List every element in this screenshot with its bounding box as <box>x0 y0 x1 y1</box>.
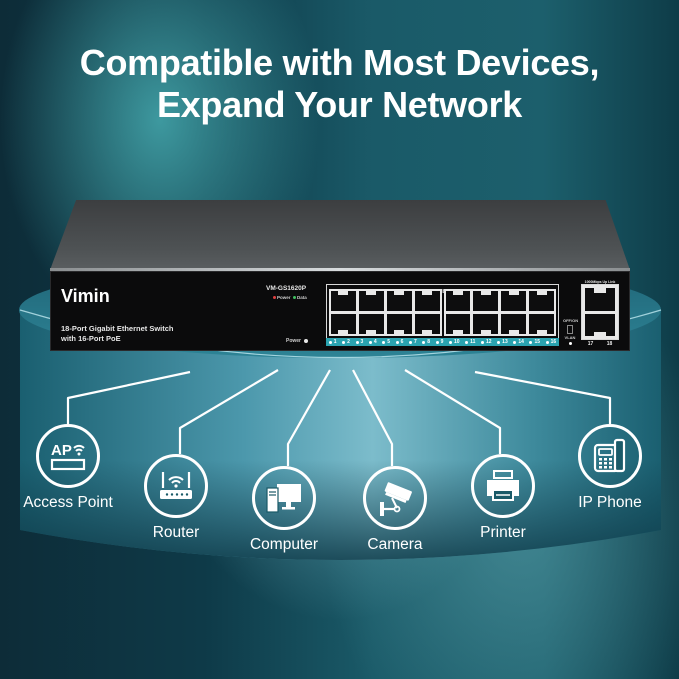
computer-icon <box>266 484 301 513</box>
uplink-port-numbers: 17 18 <box>587 341 613 347</box>
ethernet-port-icon <box>501 314 527 334</box>
ethernet-port-icon <box>585 288 615 311</box>
device-label: Printer <box>480 524 526 541</box>
vlan-led-icon <box>568 342 572 345</box>
vlan-switch: OFF/ON VLAN <box>563 318 578 346</box>
router-icon <box>160 472 192 499</box>
brand-logo: Vimin <box>61 286 110 306</box>
ethernet-port-icon <box>331 314 356 334</box>
svg-text:AP: AP <box>51 442 72 459</box>
headline-line-2: Expand Your Network <box>156 84 523 125</box>
uplink-label: 1000Mbps Up Link <box>584 280 616 284</box>
ethernet-port-icon <box>331 291 356 311</box>
ethernet-port-icon <box>358 314 384 334</box>
uplink-ports <box>581 284 619 340</box>
port-led-bar: 1 2 3 4 5 6 7 8 9 10 11 12 13 14 15 16 <box>326 338 559 346</box>
camera-icon <box>380 482 412 516</box>
switch-edge <box>50 268 630 271</box>
ethernet-port-icon <box>414 314 440 334</box>
device-router: Router <box>116 454 236 542</box>
ethernet-port-icon <box>358 291 384 311</box>
switch-description: 18-Port Gigabit Ethernet Switch with 16-… <box>61 324 174 343</box>
device-label: Router <box>152 524 200 541</box>
headline-line-1: Compatible with Most Devices, <box>79 42 600 83</box>
ethernet-port-icon <box>473 314 499 334</box>
device-printer: Printer <box>443 454 563 542</box>
headline: Compatible with Most Devices, Expand You… <box>0 42 679 126</box>
power-led-icon <box>273 296 276 300</box>
device-computer: Computer <box>224 466 344 554</box>
status-leds: Power Data <box>273 295 307 300</box>
access-point-icon: AP <box>50 442 86 471</box>
device-label: Computer <box>249 536 319 553</box>
device-label: Camera <box>367 536 423 553</box>
ip-phone-icon <box>593 438 626 473</box>
ports-1-8 <box>329 289 442 336</box>
switch-top-panel <box>50 200 630 270</box>
ethernet-port-icon <box>386 314 412 334</box>
device-camera: Camera <box>335 466 455 554</box>
device-label: Access Point <box>23 494 113 511</box>
ethernet-port-icon <box>445 314 471 334</box>
device-ip-phone: IP Phone <box>550 424 670 512</box>
ethernet-port-icon <box>386 291 412 311</box>
ethernet-port-icon <box>414 291 440 311</box>
ethernet-port-icon <box>473 291 499 311</box>
data-led-icon <box>293 296 297 300</box>
poe-port-block: 10/100/1000Mbps PoE Link <box>326 284 559 340</box>
ethernet-port-icon <box>585 313 615 336</box>
power-indicator-icon <box>304 339 308 343</box>
device-access-point: AP Access Point <box>8 424 128 512</box>
port-block-label: 10/100/1000Mbps PoE Link <box>407 289 478 295</box>
ethernet-port-icon <box>529 291 554 311</box>
printer-icon <box>487 470 519 501</box>
switch-front-panel: Vimin 18-Port Gigabit Ethernet Switch wi… <box>50 271 630 351</box>
dip-switch-icon <box>567 325 573 334</box>
device-label: IP Phone <box>578 494 642 511</box>
power-label: Power <box>286 338 302 344</box>
ethernet-port-icon <box>501 291 527 311</box>
model-number: VM-GS1620P <box>266 285 307 292</box>
ports-9-16 <box>443 289 556 336</box>
ethernet-port-icon <box>529 314 554 334</box>
ethernet-port-icon <box>445 291 471 311</box>
